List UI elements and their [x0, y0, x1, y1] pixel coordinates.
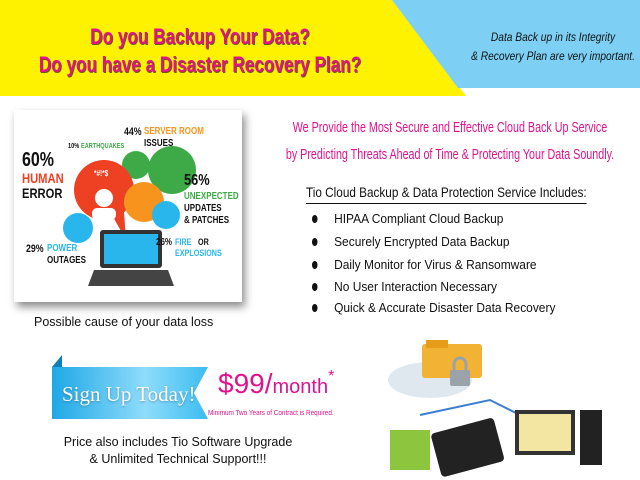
stat-percent: 44%	[124, 126, 142, 138]
tagline-line1: Data Back up in its Integrity	[490, 30, 616, 44]
stat-percent: 29%	[26, 243, 44, 255]
infographic-caption: Possible cause of your data loss	[34, 315, 214, 329]
service-headline-line1: We Provide the Most Secure and Effective…	[292, 120, 608, 136]
list-item-label: HIPAA Compliant Cloud Backup	[334, 211, 504, 226]
price-note-line2: & Unlimited Technical Support!!!	[89, 452, 267, 466]
price-asterisk: *	[328, 368, 335, 385]
list-item: Quick & Accurate Disaster Data Recovery	[312, 300, 555, 316]
price-note-line1: Price also includes Tio Software Upgrade	[63, 435, 293, 449]
stat-label: SERVER ROOM	[144, 126, 204, 137]
bubble-text: *#!*$	[94, 169, 109, 178]
service-headline-line2: by Predicting Threats Ahead of Time & Pr…	[285, 147, 615, 163]
stat-label: HUMAN	[22, 170, 64, 186]
blue-banner	[392, 0, 640, 88]
bullet-icon	[312, 283, 318, 291]
stat-percent: 10%	[68, 143, 80, 150]
price: $99/month*	[218, 368, 334, 400]
signup-button[interactable]: Sign Up Today!	[62, 382, 196, 406]
list-item: HIPAA Compliant Cloud Backup	[312, 211, 503, 227]
list-item-label: No User Interaction Necessary	[334, 279, 497, 294]
headline-line2: Do you have a Disaster Recovery Plan?	[38, 52, 362, 77]
stat-label: OUTAGES	[47, 255, 86, 266]
yellow-banner	[0, 0, 466, 96]
signup-ribbon[interactable]	[48, 355, 218, 425]
bullet-icon	[312, 261, 318, 269]
earthquake-icon	[122, 151, 150, 179]
stat-percent: 56%	[184, 172, 210, 189]
list-item-label: Daily Monitor for Virus & Ransomware	[334, 257, 537, 272]
stat-label: EARTHQUAKES	[81, 143, 125, 150]
stat-label: EXPLOSIONS	[175, 248, 222, 258]
list-item-label: Quick & Accurate Disaster Data Recovery	[334, 300, 556, 315]
stat-label: FIRE	[175, 237, 192, 247]
tagline-line2: & Recovery Plan are very important.	[471, 49, 635, 63]
stat-label: ERROR	[22, 185, 63, 201]
price-amount: $99/	[218, 368, 273, 399]
lock-icon	[450, 370, 470, 386]
stat-percent: 60%	[22, 149, 55, 171]
bullet-icon	[312, 215, 318, 223]
list-item: No User Interaction Necessary	[312, 279, 497, 295]
android-icon	[390, 430, 430, 470]
stat-label: & PATCHES	[184, 215, 230, 226]
cloud-backup-illustration	[388, 340, 602, 477]
updates-icon	[148, 146, 196, 194]
infographic-illustration	[63, 146, 196, 286]
data-loss-infographic: 60% HUMAN ERROR 10% EARTHQUAKES 44% SERV…	[14, 110, 242, 302]
list-item: Daily Monitor for Virus & Ransomware	[312, 257, 537, 273]
price-period: month	[272, 376, 329, 398]
includes-title: Tio Cloud Backup & Data Protection Servi…	[306, 184, 587, 204]
stat-label: ISSUES	[144, 138, 174, 149]
stat-percent: 26%	[156, 237, 173, 248]
fire-icon	[152, 201, 180, 229]
tablet-icon	[431, 418, 504, 477]
contract-requirement: Minimum Two Years of Contract is Require…	[208, 408, 334, 417]
bullet-icon	[312, 304, 318, 312]
headline-line1: Do you Backup Your Data?	[90, 24, 310, 49]
bullet-icon	[312, 238, 318, 246]
stat-label: POWER	[47, 243, 78, 254]
computer-tower-icon	[580, 410, 602, 465]
list-item-label: Securely Encrypted Data Backup	[334, 234, 510, 249]
list-item: Securely Encrypted Data Backup	[312, 234, 510, 250]
stat-label: UPDATES	[184, 203, 222, 214]
stat-label: UNEXPECTED	[184, 191, 239, 202]
power-bulb-icon	[63, 213, 93, 243]
stat-label: OR	[198, 237, 209, 247]
